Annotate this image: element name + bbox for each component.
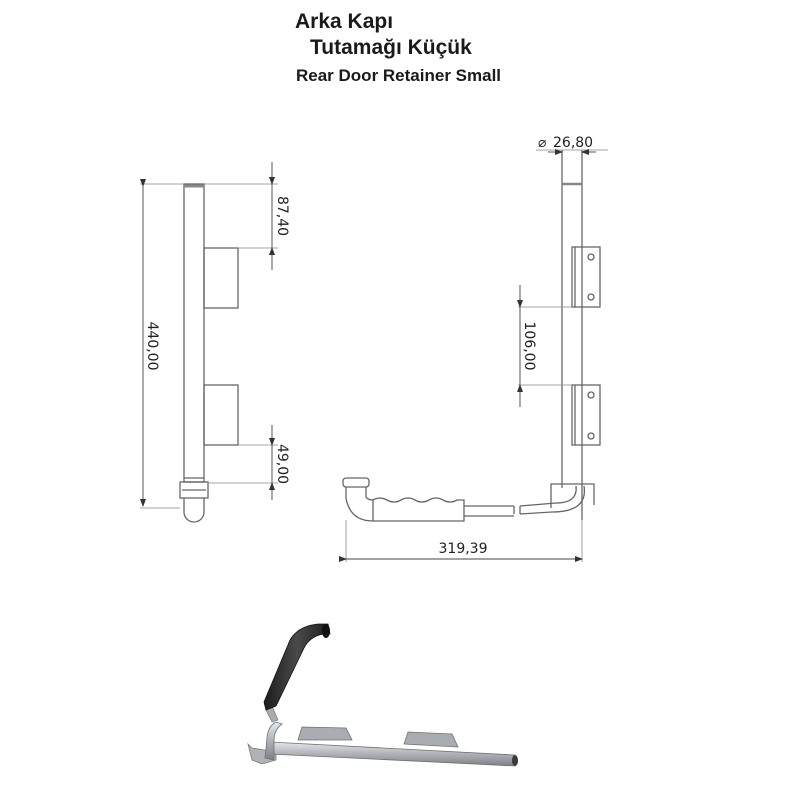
dimension-handle-width: 319,39 (339, 541, 583, 562)
dimension-diameter: ⌀ 26,80 (538, 135, 596, 155)
diameter-symbol: ⌀ (538, 135, 547, 151)
dim-440: 440,00 (144, 322, 160, 371)
side-view-bracket-upper (203, 247, 239, 309)
side-view-bracket-lower (203, 384, 239, 446)
bolt-hole (587, 293, 595, 301)
front-view (342, 149, 608, 562)
title-turkish-line2: Tutamağı Küçük (310, 36, 472, 59)
photo-bracket-right (403, 731, 459, 748)
photo-grip (263, 623, 331, 711)
dim-319-39: 319,39 (439, 541, 488, 557)
bolt-hole (587, 253, 595, 261)
front-view-bracket-upper (571, 246, 601, 308)
side-view-rounded-end (183, 498, 205, 523)
front-view-bracket-lower (571, 384, 601, 446)
side-view-cap (179, 481, 209, 499)
title-turkish-line1: Arka Kapı (295, 10, 394, 33)
dim-49-00: 49,00 (274, 444, 290, 484)
front-view-grip-end (342, 477, 370, 488)
dim-87-40: 87,40 (274, 196, 290, 236)
product-photo (247, 623, 518, 767)
dimension-bottom-offset: 49,00 (269, 425, 290, 500)
dim-106-00: 106,00 (521, 322, 537, 371)
bolt-hole (587, 432, 595, 440)
dimension-top-offset: 87,40 (269, 162, 290, 270)
photo-bracket-left (297, 726, 353, 741)
dimension-bracket-spacing: 106,00 (517, 285, 537, 407)
photo-rod-end (512, 755, 518, 766)
front-view-grip (372, 497, 465, 522)
bolt-hole (587, 391, 595, 399)
side-view-tube (183, 183, 205, 483)
photo-rod (269, 741, 516, 767)
dimension-total-length: 440,00 (140, 179, 160, 507)
title-english: Rear Door Retainer Small (296, 66, 502, 85)
side-view (140, 183, 278, 523)
dim-26-80: 26,80 (553, 135, 593, 151)
